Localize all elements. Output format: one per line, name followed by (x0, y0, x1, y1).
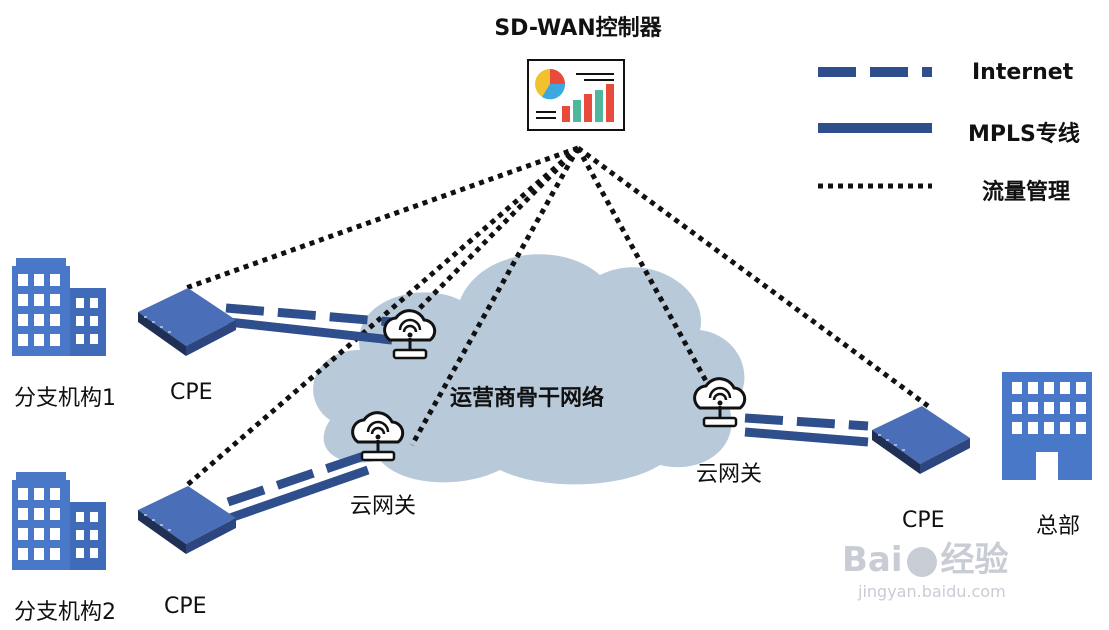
hq-cpe-icon (872, 406, 970, 474)
branch1-building-icon (12, 258, 106, 356)
mpls-links (227, 317, 869, 523)
legend (818, 67, 932, 189)
branch1-cpe-label: CPE (170, 380, 213, 405)
legend-internet-label: Internet (972, 60, 1074, 85)
branch2-cpe-label: CPE (164, 594, 207, 619)
traffic-management-lines (184, 145, 930, 488)
internet-links (225, 303, 869, 507)
gateway-label-lower: 云网关 (350, 494, 417, 519)
branch1-label: 分支机构1 (14, 386, 116, 411)
branch2-building-icon (12, 472, 106, 570)
hq-label: 总部 (1036, 514, 1081, 539)
branch1-cpe-icon (138, 288, 236, 356)
branch2-cpe-icon (138, 486, 236, 554)
branch2-label: 分支机构2 (14, 600, 116, 625)
controller-title: SD-WAN控制器 (494, 16, 662, 41)
hq-building-icon (1002, 372, 1092, 480)
legend-traffic-label: 流量管理 (982, 180, 1071, 205)
paw-icon (906, 546, 937, 577)
watermark-url: jingyan.baidu.com (858, 582, 1006, 601)
hq-cpe-label: CPE (902, 508, 945, 533)
gateway-label-right: 云网关 (696, 462, 763, 487)
controller-icon (527, 59, 625, 131)
backbone-label: 运营商骨干网络 (450, 386, 605, 411)
legend-mpls-label: MPLS专线 (968, 122, 1080, 147)
